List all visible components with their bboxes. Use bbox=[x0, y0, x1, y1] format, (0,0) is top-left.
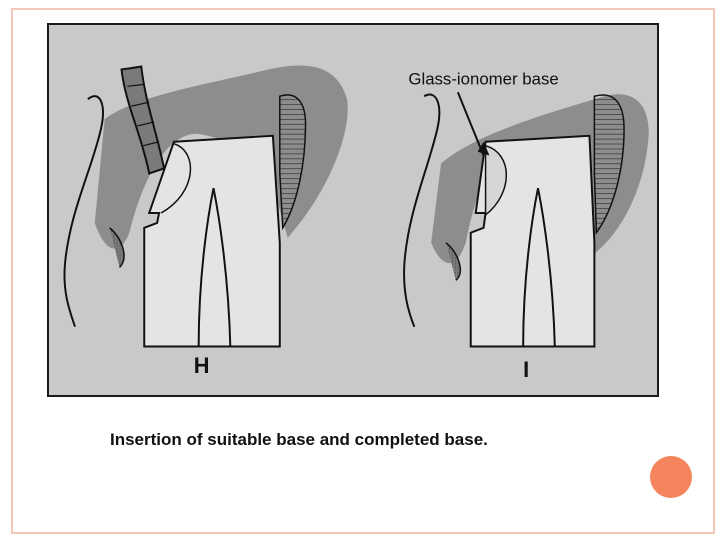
gingiva-i bbox=[403, 93, 441, 328]
pulp-canal-h bbox=[197, 188, 232, 347]
illustration-svg: H Glass-ionomer base I bbox=[63, 65, 649, 382]
enamel-hatch-i bbox=[593, 94, 625, 235]
panel-label-h: H bbox=[194, 353, 210, 378]
glass-ionomer-base bbox=[484, 144, 507, 217]
slide-caption: Insertion of suitable base and completed… bbox=[110, 430, 488, 449]
tooth-outline-h bbox=[143, 134, 281, 348]
instrument-h bbox=[120, 65, 166, 175]
panel-h: H bbox=[63, 65, 348, 378]
annotation-arrow bbox=[456, 91, 485, 156]
cavity-h bbox=[160, 143, 192, 214]
panel-i: Glass-ionomer base I bbox=[403, 69, 649, 382]
panel-label-i: I bbox=[523, 357, 529, 382]
slide-frame bbox=[11, 8, 715, 534]
annotation-label: Glass-ionomer base bbox=[408, 69, 558, 88]
decorative-circle bbox=[650, 456, 692, 498]
gingiva-h bbox=[63, 95, 104, 328]
enamel-hatch-h bbox=[279, 94, 307, 231]
dental-illustration: H Glass-ionomer base I bbox=[47, 23, 659, 397]
pulp-canal-i bbox=[522, 188, 556, 347]
